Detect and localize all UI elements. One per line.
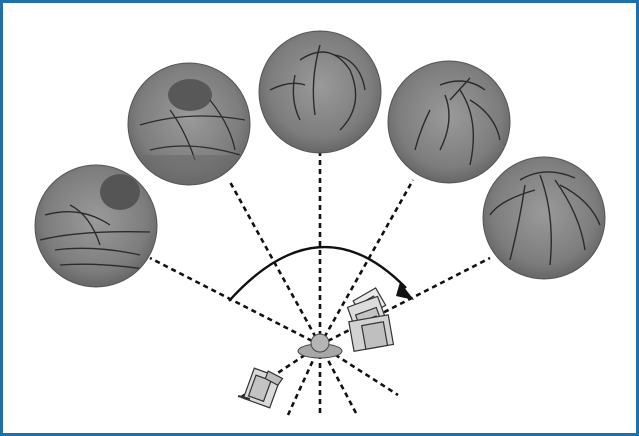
projection-rays (150, 152, 490, 415)
patient-body-icon (298, 334, 342, 358)
curved-arrow-icon (396, 282, 414, 300)
x-ray-detector-icon-right (347, 288, 393, 351)
ray-view-1 (150, 258, 320, 345)
ray-view-5 (320, 258, 490, 345)
x-ray-detector-icon-left (238, 366, 283, 408)
angiogram-view-2 (128, 63, 250, 195)
angiogram-view-4 (388, 61, 510, 183)
angiogram-view-3 (259, 31, 381, 153)
ray-view-2 (230, 182, 320, 345)
rotation-arrow (229, 247, 414, 301)
rotational-angiography-diagram (3, 3, 636, 433)
angiogram-view-1 (35, 165, 157, 287)
angiogram-view-5 (483, 157, 605, 279)
